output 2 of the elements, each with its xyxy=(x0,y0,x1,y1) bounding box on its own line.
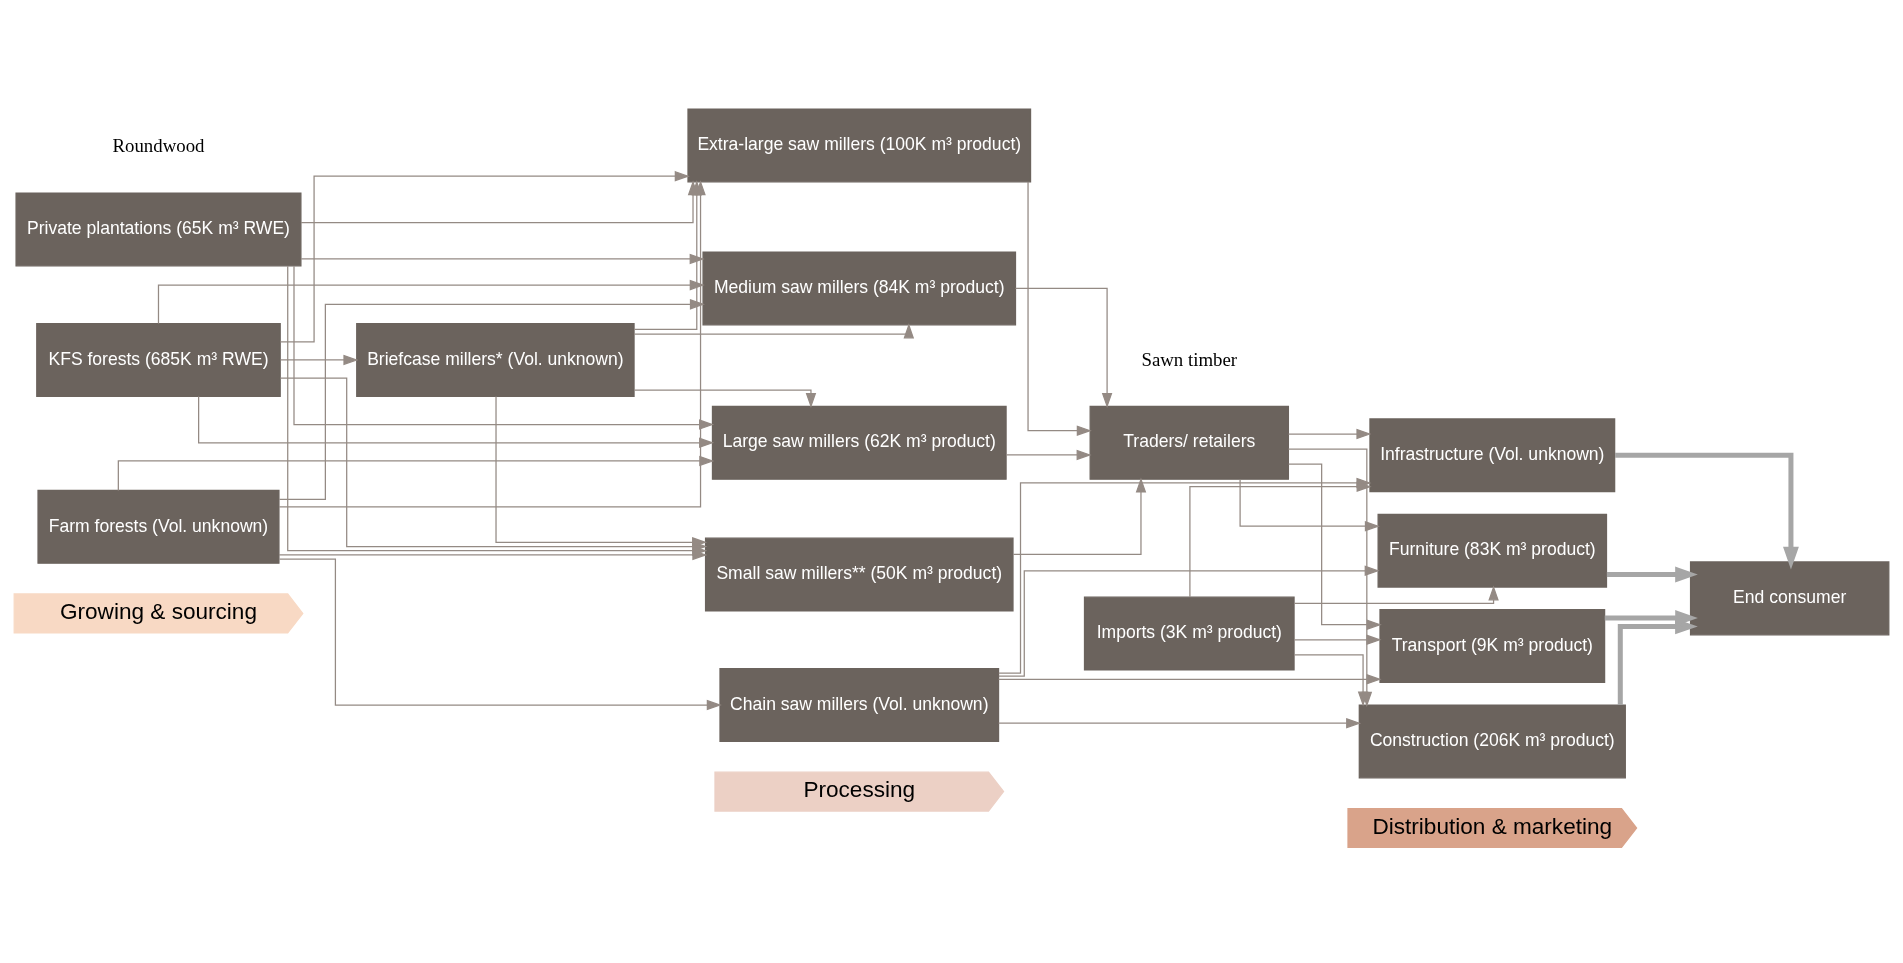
label: Roundwood xyxy=(112,134,205,156)
label: Sawn timber xyxy=(1141,348,1238,370)
